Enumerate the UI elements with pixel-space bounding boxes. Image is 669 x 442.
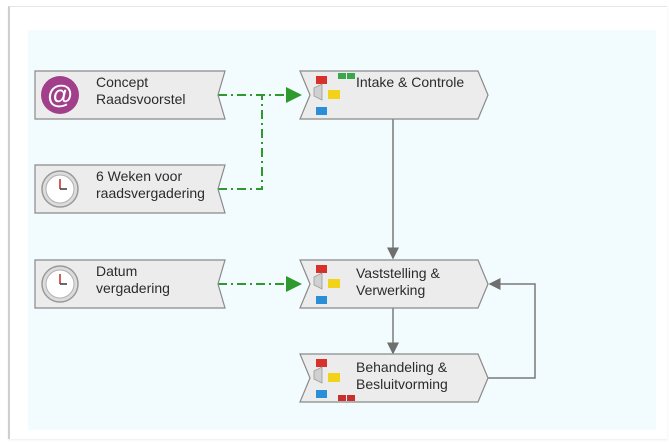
svg-text:@: @ [47,79,72,109]
clock-icon [41,170,79,208]
event-shape-weken[interactable] [34,164,226,214]
red-badge-icon [338,395,355,401]
event-label-weken: 6 Weken voor raadsvergadering [96,168,205,202]
activity-label-line: Behandeling & [356,359,448,375]
activity-label-line: Vaststelling & [356,265,440,281]
activity-shape-intake[interactable] [299,70,489,120]
event-label-datum: Datum vergadering [96,263,170,297]
at-sign-icon: @ [41,76,79,114]
activity-shape-vaststelling[interactable] [299,259,489,309]
event-label-concept: Concept Raadsvoorstel [96,74,186,108]
event-shape-concept[interactable] [34,70,226,120]
flow-behandeling-to-vaststelling[interactable] [486,278,536,379]
activity-label-vaststelling: Vaststelling & Verwerking [356,265,440,299]
role-icon [313,359,340,398]
event-label-line: Datum [96,263,138,279]
role-icon [313,265,340,304]
activity-shape-behandeling[interactable] [299,353,489,403]
activity-label-line: Verwerking [356,282,426,298]
activity-label-line: Besluitvorming [356,376,448,392]
event-label-line: 6 Weken voor [96,168,183,184]
event-label-line: raadsvergadering [96,185,205,201]
clock-icon [41,265,79,303]
event-shape-datum[interactable] [34,259,226,309]
trigger-connector-weken[interactable] [218,95,263,190]
activity-label-behandeling: Behandeling & Besluitvorming [356,359,448,393]
activity-label-intake: Intake & Controle [356,74,464,91]
activity-label-line: Intake & Controle [356,74,465,90]
event-label-line: Raadsvoorstel [96,91,186,107]
green-badge-icon [338,73,355,79]
event-label-line: vergadering [96,280,170,296]
role-icon [313,76,340,115]
event-label-line: Concept [96,74,149,90]
